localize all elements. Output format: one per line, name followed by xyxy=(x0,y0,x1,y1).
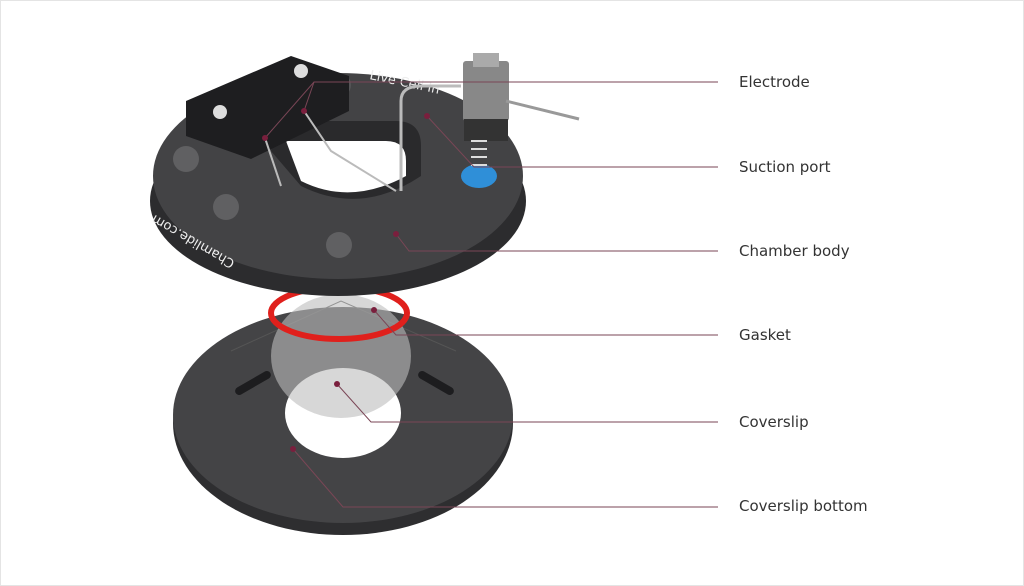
label-coverslip-bottom: Coverslip bottom xyxy=(739,497,868,515)
leader-suction-port xyxy=(426,115,718,168)
leader-chamber-body xyxy=(395,233,718,252)
label-chamber-body: Chamber body xyxy=(739,242,850,260)
leader-gasket xyxy=(373,309,718,336)
label-coverslip: Coverslip xyxy=(739,413,809,431)
leader-dots xyxy=(262,108,430,452)
label-electrode: Electrode xyxy=(739,73,810,91)
chamber-body-part: Live Cell In Chamlide.com xyxy=(149,56,526,296)
leader-coverslip-bottom xyxy=(292,448,718,508)
coverslip-part xyxy=(271,294,411,418)
leader-lines xyxy=(264,81,718,508)
suction-port-part xyxy=(461,53,580,188)
leader-electrode-2 xyxy=(303,81,315,112)
label-gasket: Gasket xyxy=(739,326,791,344)
leader-coverslip xyxy=(336,383,718,423)
label-suction-port: Suction port xyxy=(739,158,831,176)
